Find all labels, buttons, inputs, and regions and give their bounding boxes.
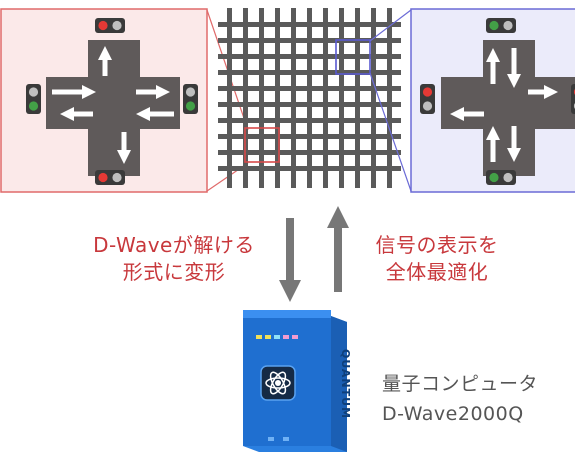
quantum-computer-illustration: QUANTUM	[243, 310, 352, 452]
traffic-light-icon	[183, 84, 198, 114]
atom-icon	[261, 366, 295, 400]
caption-line: D-Wave2000Q	[382, 399, 575, 429]
caption-line: 形式に変形	[60, 259, 288, 286]
caption-line: D-Waveが解ける	[60, 232, 288, 259]
traffic-light-icon	[420, 84, 435, 114]
right-intersection-panel	[370, 9, 575, 192]
traffic-light-icon	[95, 18, 125, 33]
device-label: QUANTUM	[339, 349, 352, 419]
traffic-light-icon	[26, 84, 41, 114]
traffic-light-icon	[486, 18, 516, 33]
caption-line: 全体最適化	[342, 259, 532, 286]
traffic-light-icon	[95, 170, 125, 185]
caption-line: 量子コンピュータ	[382, 369, 575, 399]
left-intersection-panel	[1, 9, 248, 192]
conversion-caption: D-Waveが解ける 形式に変形	[60, 232, 288, 286]
traffic-light-icon	[571, 84, 575, 114]
traffic-light-icon	[486, 170, 516, 185]
optimization-caption: 信号の表示を 全体最適化	[342, 232, 532, 286]
caption-line: 信号の表示を	[342, 232, 532, 259]
computer-caption: 量子コンピュータ D-Wave2000Q	[382, 369, 575, 429]
